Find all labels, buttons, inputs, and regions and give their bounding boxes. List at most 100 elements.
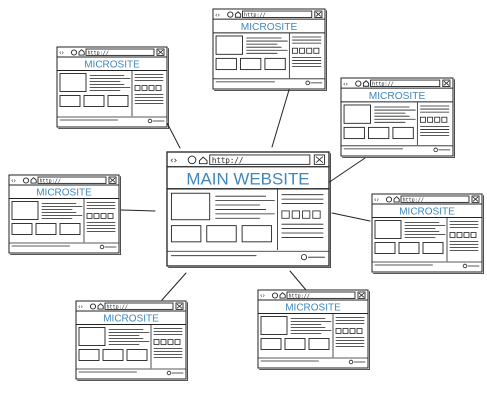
sidebar-square (456, 232, 463, 238)
sidebar-square (281, 210, 290, 219)
window-paper (167, 152, 329, 266)
address-bar (370, 79, 441, 88)
connector-line-4 (120, 209, 156, 212)
nav-arrows-icon: ‹› (170, 156, 177, 166)
close-icon (156, 48, 165, 56)
home-icon (198, 156, 208, 165)
hero-image-box (260, 316, 288, 335)
sidebar-square (306, 47, 313, 54)
close-icon-stroke (157, 49, 164, 55)
home-icon (78, 49, 85, 56)
window-frame (8, 174, 120, 254)
connector-lines (120, 89, 371, 301)
sidebar-square (160, 339, 167, 345)
microsite-title: MICROSITE (241, 22, 298, 33)
thumbnail-box (102, 349, 124, 361)
close-icon-stroke (109, 177, 116, 183)
sidebar-square (292, 47, 298, 54)
address-bar (286, 291, 356, 299)
sidebar-square (174, 339, 181, 345)
microsite-window-5: ‹›http://MICROSITE (371, 193, 484, 274)
thumbnail-box (392, 126, 414, 140)
close-icon-stroke (443, 80, 450, 86)
microsite-title: MICROSITE (103, 314, 159, 325)
reload-icon (355, 80, 362, 87)
sidebar-square (155, 85, 162, 91)
thumbnail-box (126, 349, 148, 361)
connector-line-1 (271, 89, 290, 148)
address-bar (400, 195, 470, 203)
thumbnail-box (240, 57, 262, 71)
window-frame (75, 300, 187, 380)
microsite-window-6: ‹› http:// MICROSITE (75, 300, 188, 381)
thumbnail-box (215, 57, 237, 71)
connector-line-6 (161, 272, 187, 301)
sidebar-square (299, 47, 306, 54)
home-icon (30, 177, 37, 184)
sidebar-square (302, 210, 311, 219)
reload-icon (70, 49, 78, 56)
sidebar-square (312, 210, 321, 219)
microsite-title: MICROSITE (285, 303, 341, 314)
window-frame (212, 8, 326, 90)
hero-image-box (59, 73, 87, 92)
thumbnail-box (83, 95, 105, 107)
close-icon-stroke (315, 156, 324, 163)
address-bar-url: http:// (403, 198, 424, 204)
microsite-title: MICROSITE (369, 91, 426, 102)
address-bar (37, 176, 107, 184)
microsite-window-3: ‹› http:// MICROSITE (340, 77, 455, 158)
connector-line-5 (331, 212, 371, 222)
footer-badge-icon (300, 254, 308, 261)
nav-arrows-icon: ‹› (215, 12, 221, 19)
thumbnail-box (78, 349, 100, 361)
sidebar-square (356, 328, 363, 334)
sidebar-square (107, 213, 114, 219)
reload-icon (22, 177, 30, 184)
sidebar-square (434, 116, 441, 123)
sidebar-square (441, 116, 448, 123)
close-icon (442, 79, 451, 88)
connector-line-7 (289, 270, 307, 291)
thumbnail-box (59, 95, 81, 107)
sidebar-square (420, 116, 426, 123)
footer-badge-icon (147, 118, 153, 124)
sidebar-square (141, 85, 148, 91)
thumbnail-box (11, 223, 33, 235)
microsite-window-4: ‹›http://MICROSITE (8, 174, 121, 255)
microsite-window-1: ‹›http://MICROSITE (212, 8, 327, 91)
reload-icon (187, 155, 197, 165)
home-icon (97, 303, 104, 310)
sidebar-square (100, 213, 107, 219)
address-bar-url: http:// (88, 51, 109, 57)
nav-arrows-icon: ‹› (11, 178, 16, 185)
address-bar-url: http:// (289, 294, 310, 300)
reload-icon (227, 11, 234, 18)
thumbnail-box (422, 242, 444, 254)
address-bar-url: http:// (107, 305, 128, 311)
address-bar-url: http:// (372, 82, 394, 88)
thumbnail-box (241, 225, 273, 243)
sidebar-square (463, 232, 470, 238)
window-frame (166, 151, 330, 267)
close-icon (471, 195, 480, 203)
microsite-title: MICROSITE (84, 60, 140, 71)
thumbnail-box (398, 242, 420, 254)
close-icon-stroke (472, 196, 479, 202)
thumbnail-box (260, 338, 282, 350)
sidebar-square (86, 213, 93, 219)
nav-arrows-icon: ‹› (78, 304, 83, 311)
footer-badge-icon (348, 359, 354, 365)
thumbnail-box (308, 338, 330, 350)
address-bar-url: http:// (40, 179, 61, 185)
close-icon-stroke (315, 11, 322, 17)
thumbnail-box (264, 57, 286, 71)
reload-icon (385, 196, 393, 203)
sidebar-square (470, 232, 477, 238)
microsite-title: MICROSITE (399, 207, 455, 218)
sidebar-square (134, 85, 141, 91)
microsite-window-2: ‹› http:// MICROSITE (56, 46, 169, 129)
close-icon (313, 154, 326, 165)
nav-arrows-icon: ‹› (59, 50, 64, 57)
nav-arrows-icon: ‹› (343, 81, 349, 88)
